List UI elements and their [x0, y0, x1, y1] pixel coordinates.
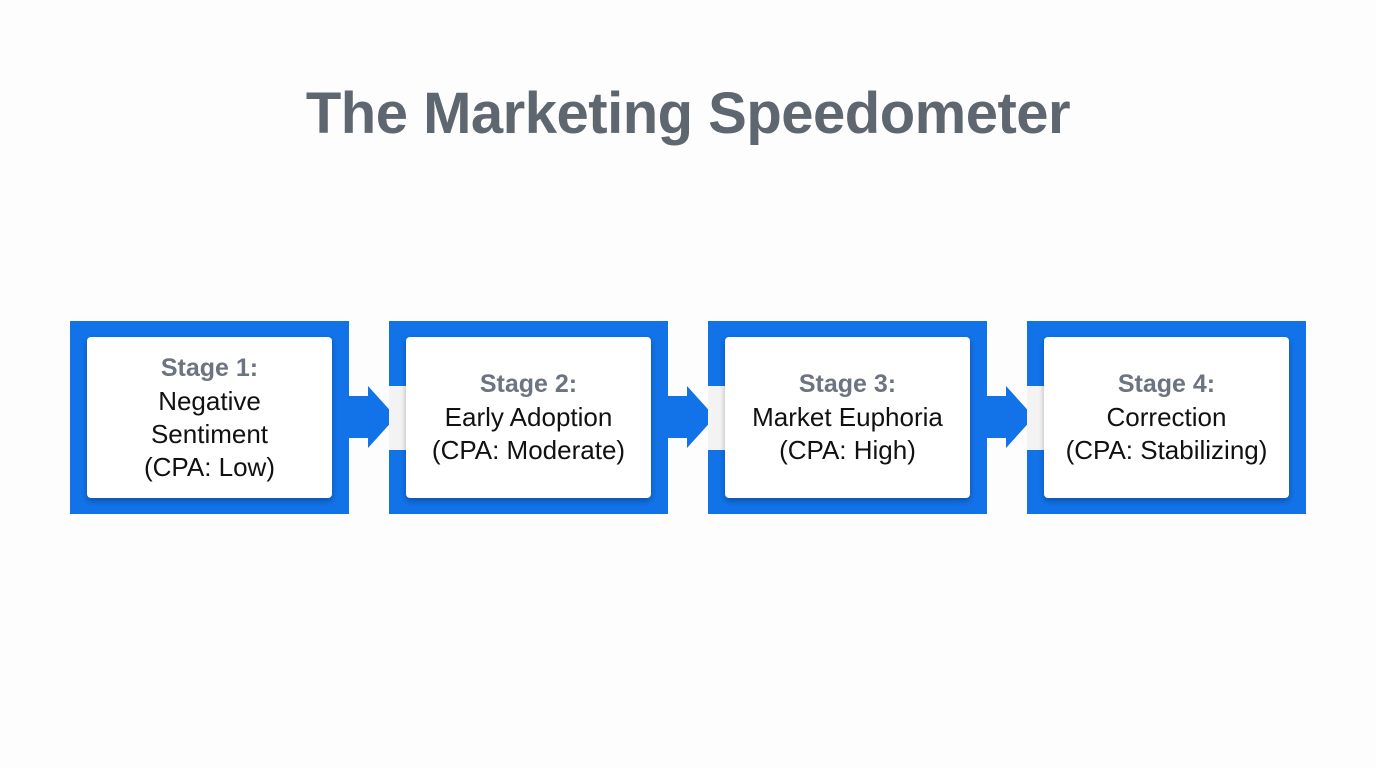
stage-2-frame: Stage 2: Early Adoption (CPA: Moderate) — [389, 321, 668, 514]
stage-1-line-3: (CPA: Low) — [144, 451, 275, 482]
frame-gap — [1027, 386, 1044, 450]
stage-2-card: Stage 2: Early Adoption (CPA: Moderate) — [406, 337, 651, 498]
frame-gap — [389, 386, 406, 450]
stage-1-line-2: Sentiment — [150, 418, 269, 449]
stage-4-line-2: (CPA: Stabilizing) — [1065, 435, 1268, 465]
stage-3-card: Stage 3: Market Euphoria (CPA: High) — [725, 337, 970, 498]
stage-2-line-1: Early Adoption — [444, 402, 613, 432]
arrow-right-icon — [348, 386, 396, 448]
arrow-right-icon — [986, 386, 1034, 448]
stage-2-line-2: (CPA: Moderate) — [431, 435, 626, 465]
stage-3-line-1: Market Euphoria — [752, 402, 943, 432]
frame-gap — [708, 386, 725, 450]
stage-2-label: Stage 2: — [479, 370, 578, 398]
stage-3-label: Stage 3: — [798, 370, 897, 398]
stage-1-frame: Stage 1: Negative Sentiment (CPA: Low) — [70, 321, 349, 514]
stage-4-line-1: Correction — [1106, 402, 1227, 432]
stage-3-frame: Stage 3: Market Euphoria (CPA: High) — [708, 321, 987, 514]
stage-1-line-1: Negative — [158, 385, 261, 416]
stage-3-line-2: (CPA: High) — [779, 435, 916, 465]
stage-4-frame: Stage 4: Correction (CPA: Stabilizing) — [1027, 321, 1306, 514]
page-title: The Marketing Speedometer — [305, 81, 1071, 146]
arrow-right-icon — [667, 386, 715, 448]
stage-1-card: Stage 1: Negative Sentiment (CPA: Low) — [87, 337, 332, 498]
stage-4-card: Stage 4: Correction (CPA: Stabilizing) — [1044, 337, 1289, 498]
stage-1-label: Stage 1: — [160, 353, 259, 382]
stage-4-label: Stage 4: — [1117, 370, 1216, 398]
